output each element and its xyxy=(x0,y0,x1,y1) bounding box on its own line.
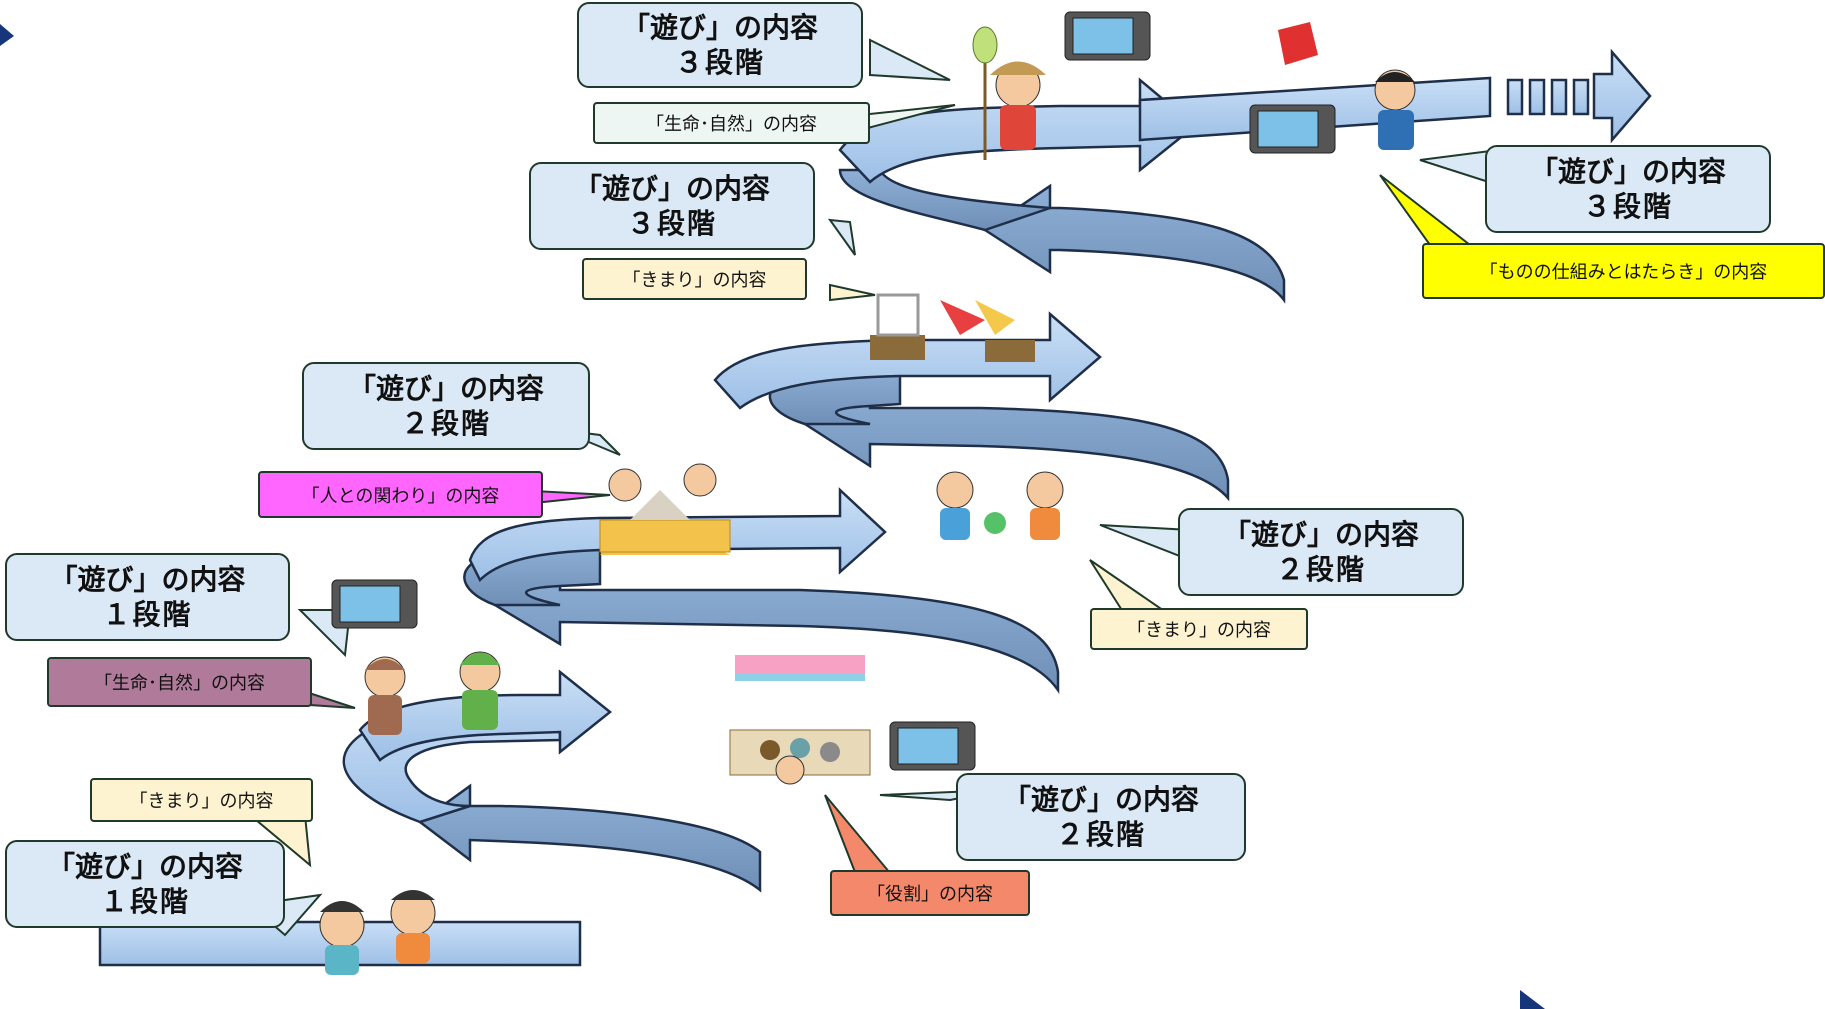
corner-mark-bottom-right xyxy=(1520,990,1545,1009)
callout-stage1-lower: 「遊び」の内容 １段階 xyxy=(5,840,285,928)
tag-seimei-stage1: 「生命･自然」の内容 xyxy=(47,657,312,707)
tag-kimari-stage3: 「きまり」の内容 xyxy=(582,258,807,300)
callout-stage3-playground: 「遊び」の内容 ３段階 xyxy=(529,162,815,250)
callout-title: 「遊び」の内容 xyxy=(347,372,544,405)
market-stall-icon xyxy=(729,655,871,785)
corner-mark-top-left xyxy=(0,24,14,46)
callout-title: 「遊び」の内容 xyxy=(49,563,246,596)
callout-stage: ３段階 xyxy=(626,207,717,240)
callout-stage: ３段階 xyxy=(674,46,765,79)
tag-seimei-stage3: 「生命･自然」の内容 xyxy=(593,102,870,144)
callout-stage3-kite: 「遊び」の内容 ３段階 xyxy=(1485,145,1771,233)
playground-icon xyxy=(870,293,1035,362)
children-snow-icon xyxy=(364,651,501,735)
callout-stage2-market: 「遊び」の内容 ２段階 xyxy=(956,773,1246,861)
callout-stage2-sandbox: 「遊び」の内容 ２段階 xyxy=(302,362,590,450)
bug-catcher-icon xyxy=(972,26,1046,160)
sandbox-icon xyxy=(599,463,731,555)
kite-boy-icon xyxy=(1278,22,1416,150)
tag-yakuwari-stage2: 「役割」の内容 xyxy=(830,870,1030,916)
callout-stage: ２段階 xyxy=(1055,818,1146,851)
callout-title: 「遊び」の内容 xyxy=(573,172,770,205)
callout-stage1-upper: 「遊び」の内容 １段階 xyxy=(5,553,290,641)
callout-title: 「遊び」の内容 xyxy=(1529,155,1726,188)
callout-stage2-ball: 「遊び」の内容 ２段階 xyxy=(1178,508,1464,596)
callout-stage: ３段階 xyxy=(1582,190,1673,223)
callout-stage: １段階 xyxy=(102,598,193,631)
callout-stage: ２段階 xyxy=(400,407,491,440)
tag-kimari-stage2: 「きまり」の内容 xyxy=(1090,608,1308,650)
tag-kimari-stage1: 「きまり」の内容 xyxy=(90,778,313,822)
kids-ball-icon xyxy=(936,471,1064,540)
callout-title: 「遊び」の内容 xyxy=(1002,783,1199,816)
callout-title: 「遊び」の内容 xyxy=(46,850,243,883)
callout-title: 「遊び」の内容 xyxy=(1222,518,1419,551)
callout-title: 「遊び」の内容 xyxy=(621,11,818,44)
tag-mono-stage3: 「ものの仕組みとはたらき」の内容 xyxy=(1422,243,1825,299)
tablet-icon xyxy=(331,11,1336,771)
spiral-back-bands xyxy=(417,183,1286,893)
children-running-icon xyxy=(319,890,436,975)
tag-hito-stage2: 「人との関わり」の内容 xyxy=(258,471,543,518)
callout-stage: ２段階 xyxy=(1275,553,1366,586)
callout-stage3-bugs: 「遊び」の内容 ３段階 xyxy=(577,2,863,88)
callout-stage: １段階 xyxy=(99,885,190,918)
